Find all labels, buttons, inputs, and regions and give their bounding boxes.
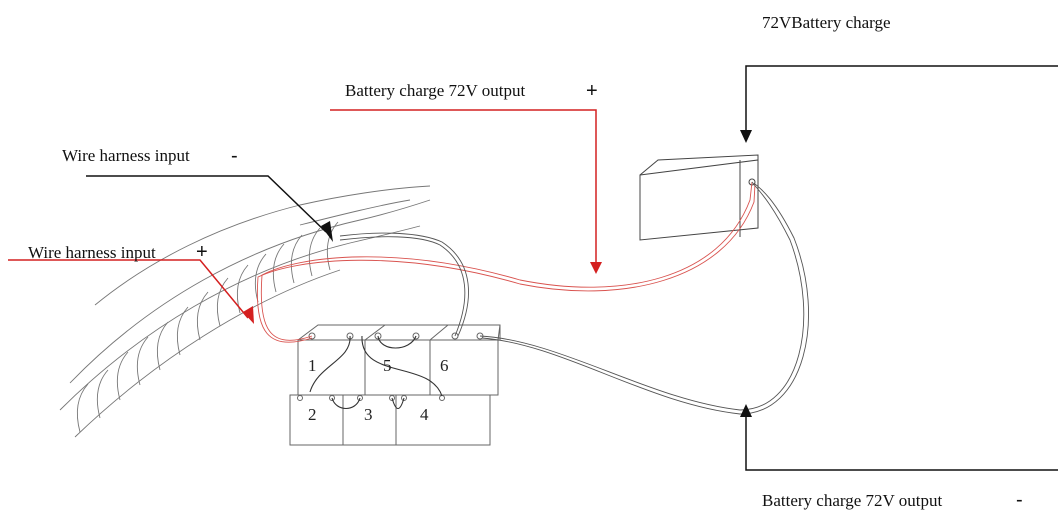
red-arrows	[8, 109, 597, 319]
battery-5-label: 5	[383, 356, 392, 375]
positive-cable	[256, 181, 756, 343]
black-arrows	[86, 65, 1058, 471]
output-plus-arrowhead	[590, 262, 602, 274]
output-plus-label: Battery charge 72V output	[345, 81, 525, 100]
charger-label: 72VBattery charge	[762, 13, 891, 32]
battery-jumpers	[309, 335, 443, 410]
output-minus-sign: -	[1016, 489, 1023, 511]
battery-3-label: 3	[364, 405, 373, 424]
charger-arrowhead	[740, 130, 752, 143]
harness-plus-sign: +	[196, 241, 208, 263]
output-minus-label: Battery charge 72V output	[762, 491, 942, 510]
battery-2-label: 2	[308, 405, 317, 424]
harness-minus-label: Wire harness input	[62, 146, 190, 165]
negative-cable	[339, 181, 809, 415]
harness-plus-arrowhead	[243, 306, 254, 324]
output-plus-sign: +	[586, 80, 598, 102]
harness-minus-arrowhead	[321, 221, 333, 242]
harness-plus-label: Wire harness input	[28, 243, 156, 262]
battery-1-label: 1	[308, 356, 317, 375]
battery-4-label: 4	[420, 405, 429, 424]
output-minus-arrowhead	[740, 404, 752, 417]
charger-box	[639, 154, 759, 241]
battery-6-label: 6	[440, 356, 449, 375]
harness-minus-sign: -	[231, 145, 238, 167]
battery-pack	[289, 324, 501, 446]
